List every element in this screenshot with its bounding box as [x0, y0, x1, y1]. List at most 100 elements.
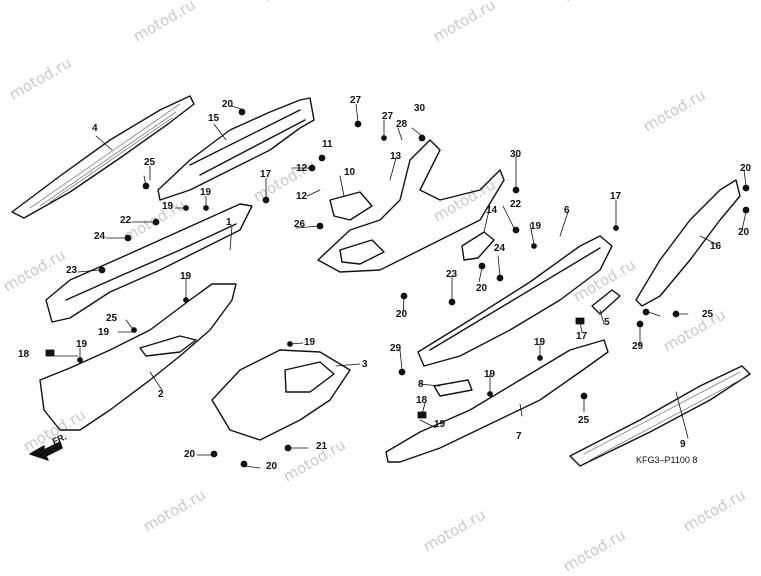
callout-19: 19: [200, 187, 212, 198]
fastener-icon: [613, 225, 619, 231]
callout-13: 13: [390, 151, 402, 162]
fastener-icon: [287, 341, 293, 347]
fastener-icon: [381, 135, 387, 141]
callout-2: 2: [158, 389, 164, 400]
fastener-icon: [417, 411, 427, 419]
fastener-icon: [580, 392, 588, 400]
part-13-opening: [339, 239, 385, 265]
fastener-icon: [203, 205, 209, 211]
callout-20: 20: [738, 227, 750, 238]
part-16-rail: [635, 179, 741, 307]
fastener-icon: [400, 292, 408, 300]
fastener-icon: [98, 266, 106, 274]
fastener-icon: [210, 450, 218, 458]
callout-4: 4: [92, 123, 98, 134]
fastener-icon: [354, 120, 362, 128]
callout-19: 19: [98, 327, 110, 338]
callout-16: 16: [710, 241, 722, 252]
part-2-cutout: [139, 335, 197, 357]
callout-19: 19: [180, 271, 192, 282]
fastener-icon: [284, 444, 292, 452]
fastener-icon: [742, 184, 750, 192]
callout-28: 28: [396, 119, 408, 130]
callout-27: 27: [350, 95, 362, 106]
part-2-cover: [39, 283, 237, 431]
callout-18: 18: [416, 395, 428, 406]
fastener-icon: [487, 391, 493, 397]
part-9-strip: [569, 365, 751, 467]
part-13-floor: [317, 139, 505, 273]
callout-19: 19: [484, 369, 496, 380]
callout-12: 12: [296, 191, 308, 202]
part-1-rail: [45, 203, 253, 323]
fastener-icon: [316, 222, 324, 230]
fastener-icon: [240, 460, 248, 468]
callout-27: 27: [382, 111, 394, 122]
part-4-hatch: [29, 103, 181, 209]
part-8-plate: [433, 379, 473, 397]
diagram-code: KFG3–P1100 8: [636, 455, 698, 465]
fastener-icon: [152, 218, 160, 226]
callout-3: 3: [362, 359, 368, 370]
leader-lines: [53, 103, 747, 469]
fastener-icon: [418, 134, 426, 142]
callout-20: 20: [222, 99, 234, 110]
callout-10: 10: [344, 167, 356, 178]
callout-29: 29: [390, 343, 402, 354]
fastener-icon: [142, 182, 150, 190]
fastener-icon: [496, 274, 504, 282]
fastener-icon: [478, 262, 486, 270]
fastener-icon: [448, 298, 456, 306]
callout-25: 25: [106, 313, 118, 324]
fastener-icon: [512, 226, 520, 234]
fastener-icon: [124, 234, 132, 242]
part-5-grille: [591, 289, 621, 315]
direction-arrow: [29, 441, 63, 461]
fastener-icon: [183, 205, 189, 211]
callout-20: 20: [396, 309, 408, 320]
part-15-rail: [157, 97, 315, 201]
callout-19: 19: [530, 221, 542, 232]
part-3-tray: [211, 349, 351, 441]
part-7-cover: [385, 339, 609, 463]
fastener-icon: [45, 349, 55, 357]
callout-18: 18: [18, 349, 30, 360]
callout-26: 26: [294, 219, 306, 230]
fastener-icon: [512, 186, 520, 194]
part-4-strip: [11, 95, 195, 219]
callout-22: 22: [120, 215, 132, 226]
callout-17: 17: [576, 331, 588, 342]
callout-7: 7: [516, 431, 522, 442]
callout-19: 19: [534, 337, 546, 348]
part-1-inner: [65, 223, 237, 301]
callout-11: 11: [322, 139, 333, 150]
callout-14: 14: [486, 205, 498, 216]
callout-23: 23: [446, 269, 458, 280]
callout-20: 20: [476, 283, 488, 294]
callout-25: 25: [578, 415, 590, 426]
callout-17: 17: [260, 169, 272, 180]
callout-17: 17: [610, 191, 622, 202]
fastener-icon: [575, 317, 585, 325]
callout-24: 24: [494, 243, 506, 254]
callout-20: 20: [740, 163, 752, 174]
callout-23: 23: [66, 265, 78, 276]
callout-24: 24: [94, 231, 106, 242]
callout-20: 20: [266, 461, 278, 472]
callout-30: 30: [510, 149, 522, 160]
callout-20: 20: [184, 449, 196, 460]
part-6-inner: [429, 247, 601, 351]
fastener-icon: [183, 297, 189, 303]
callout-8: 8: [418, 379, 424, 390]
fastener-icon: [672, 310, 680, 318]
fastener-icon: [262, 196, 270, 204]
part-3-slot: [284, 361, 335, 393]
callout-12: 12: [296, 163, 308, 174]
fastener-icon: [642, 308, 650, 316]
fastener-icon: [308, 164, 316, 172]
callout-22: 22: [510, 199, 522, 210]
fastener-icon: [238, 108, 246, 116]
callout-15: 15: [208, 113, 220, 124]
